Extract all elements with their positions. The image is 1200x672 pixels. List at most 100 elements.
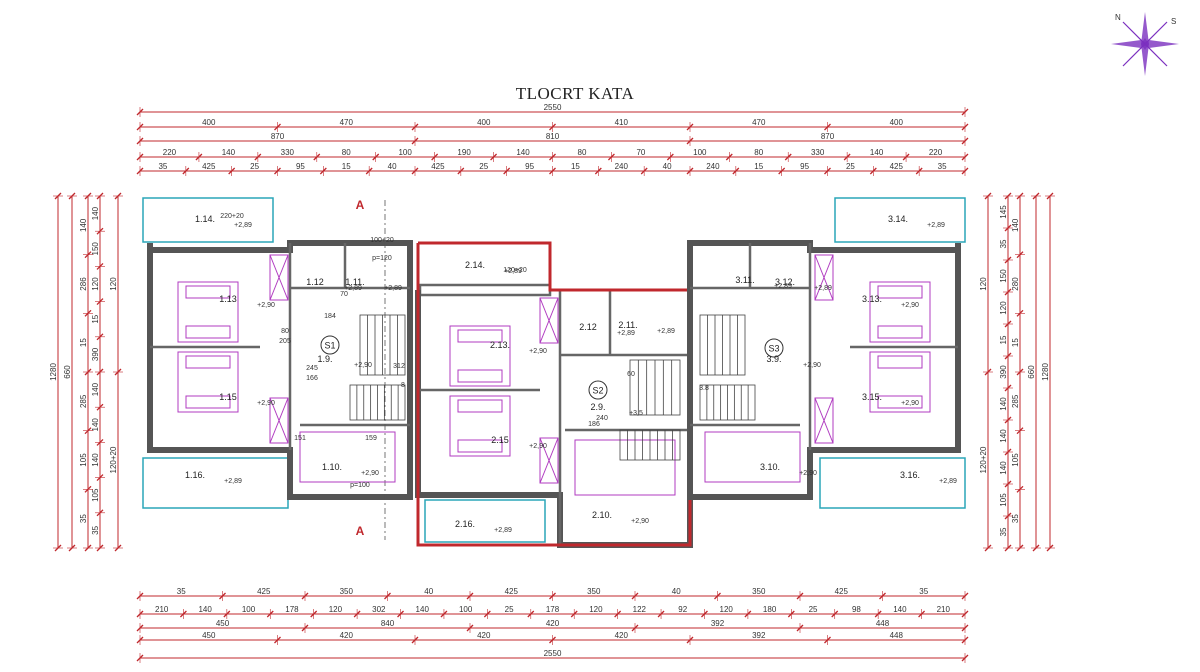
dimension-label: 98 — [852, 605, 861, 614]
dimension-label: 15 — [571, 162, 580, 171]
plan-annotation: p=100 — [350, 482, 370, 489]
dimension-label: 178 — [546, 605, 560, 614]
svg-text:3.11.: 3.11. — [735, 275, 754, 285]
svg-text:+2,90: +2,90 — [803, 362, 821, 369]
plan-annotation: 186 — [588, 421, 600, 428]
room-label: 1.10.+2,90 — [322, 462, 379, 477]
left-dimension-column: 1280 — [49, 192, 63, 552]
svg-text:2.10.: 2.10. — [592, 510, 612, 520]
svg-text:+2,89: +2,89 — [504, 268, 522, 275]
bed — [177, 351, 239, 413]
building-walls: AA — [142, 197, 966, 548]
bed — [869, 351, 931, 413]
section-marker: A — [356, 524, 365, 538]
dimension-label: 150 — [999, 269, 1008, 283]
dimension-label: 100 — [459, 605, 473, 614]
dimension-label: 302 — [372, 605, 386, 614]
bathroom-fixture — [574, 439, 676, 496]
dimension-label: 350 — [340, 587, 354, 596]
stair-marker: S1 — [320, 335, 340, 355]
staircase — [349, 384, 406, 421]
svg-text:1.15: 1.15 — [219, 392, 237, 402]
dimension-label: 105 — [999, 493, 1008, 507]
dimension-label: 35 — [999, 239, 1008, 248]
dimension-label: 420 — [615, 631, 629, 640]
dimension-label: 40 — [388, 162, 397, 171]
dimension-label: 810 — [546, 132, 560, 141]
pillow — [877, 285, 923, 299]
svg-text:+2,90: +2,90 — [257, 302, 275, 309]
wall — [418, 283, 552, 297]
dimension-label: 400 — [890, 118, 904, 127]
staircase — [629, 359, 681, 416]
dimension-label: 210 — [937, 605, 951, 614]
dimension-label: 105 — [79, 453, 88, 467]
plan-annotation: 166 — [306, 375, 318, 382]
plan-annotation: 60 — [627, 371, 635, 378]
dimension-label: 140 — [999, 397, 1008, 411]
dimension-label: 425 — [505, 587, 519, 596]
svg-text:3.14.: 3.14. — [888, 214, 908, 224]
dimension-label: 448 — [876, 619, 890, 628]
bed — [869, 281, 931, 343]
svg-text:2.15: 2.15 — [491, 435, 509, 445]
dimension-label: 400 — [477, 118, 491, 127]
dimension-label: 140 — [222, 148, 236, 157]
dimension-label: 140 — [893, 605, 907, 614]
svg-text:+2,89: +2,89 — [814, 285, 832, 292]
dimension-label: 80 — [754, 148, 763, 157]
dimension-label: 1280 — [49, 363, 58, 381]
dimension-label: 450 — [202, 631, 216, 640]
dimension-label: 190 — [457, 148, 471, 157]
plan-annotation: 3.8 — [699, 385, 709, 392]
svg-text:+2,89: +2,89 — [494, 527, 512, 534]
dimension-label: 25 — [809, 605, 818, 614]
plan-annotation: 245 — [306, 365, 318, 372]
dimension-label: 95 — [296, 162, 305, 171]
dimension-label: 400 — [202, 118, 216, 127]
dimension-label: 285 — [79, 394, 88, 408]
svg-text:1.16.: 1.16. — [185, 470, 205, 480]
dimension-label: 140 — [79, 218, 88, 232]
dimension-label: 350 — [587, 587, 601, 596]
staircase — [359, 314, 406, 376]
staircase — [699, 314, 746, 376]
room-label: 1.14.+2,89 — [195, 214, 252, 229]
staircase — [699, 384, 756, 421]
dimension-label: 140 — [416, 605, 430, 614]
svg-text:+2,90: +2,90 — [901, 400, 919, 407]
room-label: 3.16.+2,89 — [900, 470, 957, 485]
plan-annotation: 205 — [279, 338, 291, 345]
balcony-railing — [834, 197, 966, 243]
dimension-label: 870 — [271, 132, 285, 141]
dimension-label: 420 — [477, 631, 491, 640]
svg-text:3.16.: 3.16. — [900, 470, 920, 480]
svg-text:1.14.: 1.14. — [195, 214, 215, 224]
plan-annotation: 159 — [365, 435, 377, 442]
dimension-label: 95 — [800, 162, 809, 171]
room-label: 3.15.+2,90 — [862, 392, 919, 407]
compass-letter: N — [1115, 13, 1121, 22]
svg-text:+2,90: +2,90 — [529, 348, 547, 355]
dimension-label: 100 — [693, 148, 707, 157]
svg-text:S3: S3 — [768, 344, 779, 354]
dimension-label: 35 — [999, 527, 1008, 536]
dimension-label: 25 — [479, 162, 488, 171]
dimension-label: 210 — [155, 605, 169, 614]
dimension-label: 120+20 — [979, 446, 988, 473]
dimension-label: 35 — [938, 162, 947, 171]
dimension-label: 390 — [999, 365, 1008, 379]
plan-annotation: 220+20 — [220, 213, 244, 220]
room-label: 2.15+2,90 — [491, 435, 547, 450]
dimension-label: 15 — [91, 314, 100, 323]
room-label: 1.15+2,90 — [219, 392, 275, 407]
wardrobe — [814, 397, 834, 444]
room-label: 1.13+2,90 — [219, 294, 275, 309]
